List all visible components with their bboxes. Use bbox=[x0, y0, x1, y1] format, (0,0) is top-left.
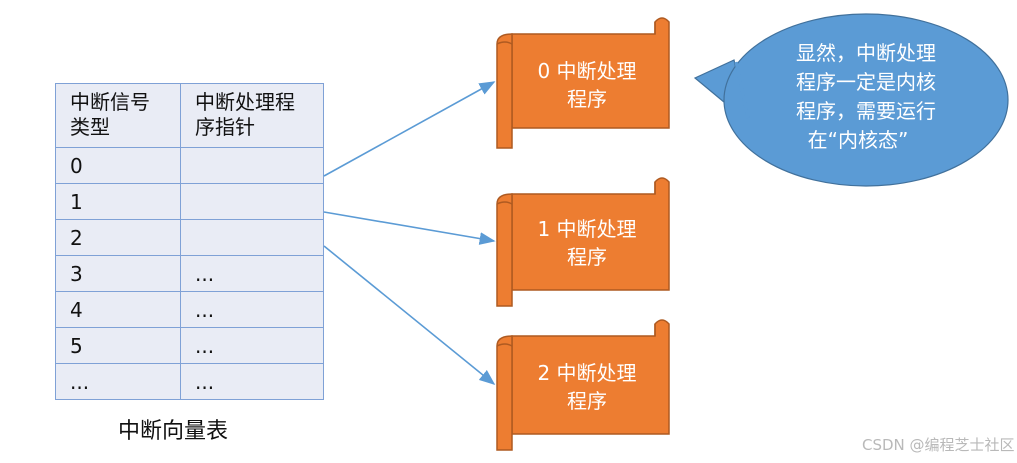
watermark: CSDN @编程芝士社区 bbox=[862, 436, 1015, 454]
signal-cell: 3 bbox=[55, 255, 181, 292]
handler-1-line2: 程序 bbox=[567, 245, 607, 269]
arrow-to-handler-2 bbox=[323, 245, 496, 386]
table-row: 5 ... bbox=[55, 327, 324, 364]
pointer-cell: ... bbox=[180, 327, 324, 364]
callout-bubble: 显然，中断处理 程序一定是内核 程序，需要运行 在“内核态” bbox=[693, 13, 1009, 187]
arrow-to-handler-0 bbox=[323, 81, 496, 177]
table-caption: 中断向量表 bbox=[118, 419, 229, 444]
pointer-cell: ... bbox=[180, 363, 324, 400]
pointer-cell: ... bbox=[180, 255, 324, 292]
arrow-to-handler-1 bbox=[323, 211, 496, 245]
signal-cell: 2 bbox=[55, 219, 181, 256]
handler-scroll-1: 1 中断处理 程序 bbox=[496, 177, 670, 307]
table-row: 3 ... bbox=[55, 255, 324, 292]
callout-line-4: 在“内核态” bbox=[808, 128, 909, 152]
handler-scroll-2: 2 中断处理 程序 bbox=[496, 319, 670, 451]
handler-0-line2: 程序 bbox=[567, 87, 607, 111]
signal-cell: 4 bbox=[55, 291, 181, 328]
table-row: ... ... bbox=[55, 363, 324, 400]
signal-cell: ... bbox=[55, 363, 181, 400]
interrupt-vector-table: 中断信号类型 中断处理程序指针 0 1 2 3 ... 4 ... 5 ... … bbox=[55, 83, 324, 400]
handler-1-line1: 1 中断处理 bbox=[537, 217, 636, 241]
callout-line-1: 显然，中断处理 bbox=[796, 41, 936, 65]
handler-2-line1: 2 中断处理 bbox=[537, 361, 636, 385]
handler-0-line1: 0 中断处理 bbox=[537, 59, 636, 83]
callout-line-3: 程序，需要运行 bbox=[796, 99, 936, 123]
header-handler-pointer: 中断处理程序指针 bbox=[180, 83, 324, 148]
pointer-cell: ... bbox=[180, 291, 324, 328]
pointer-cell bbox=[180, 147, 324, 184]
table-row: 2 bbox=[55, 219, 324, 256]
table-header-row: 中断信号类型 中断处理程序指针 bbox=[55, 83, 324, 148]
handler-scroll-0: 0 中断处理 程序 bbox=[496, 17, 670, 149]
pointer-cell bbox=[180, 219, 324, 256]
pointer-cell bbox=[180, 183, 324, 220]
table-row: 4 ... bbox=[55, 291, 324, 328]
callout-line-2: 程序一定是内核 bbox=[796, 70, 936, 94]
signal-cell: 5 bbox=[55, 327, 181, 364]
handler-2-line2: 程序 bbox=[567, 389, 607, 413]
header-signal-type: 中断信号类型 bbox=[55, 83, 181, 148]
